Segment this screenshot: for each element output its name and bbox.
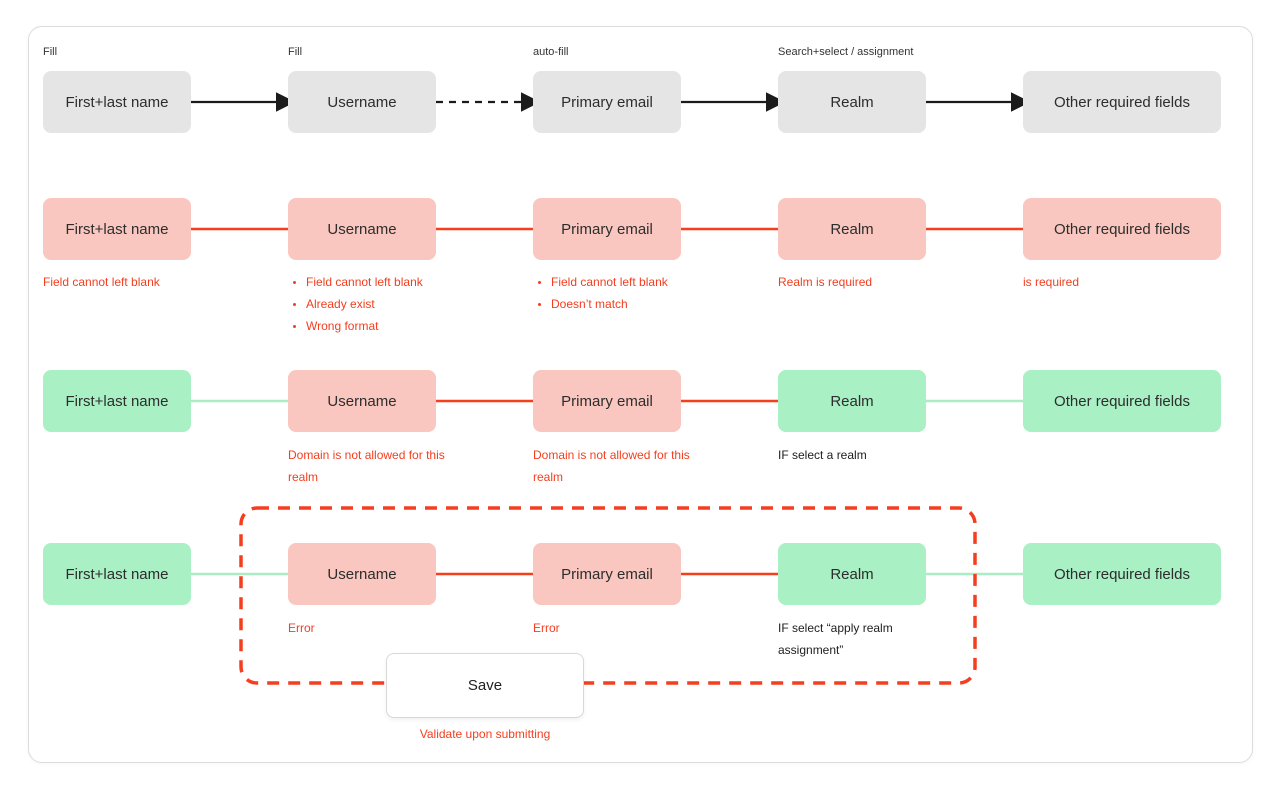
- row4-note-username-error: Error: [288, 621, 315, 635]
- row2-username-error-1: Field cannot left blank: [306, 271, 423, 293]
- row2-box-first-last-name: First+last name: [43, 198, 191, 260]
- row1-box-realm: Realm: [778, 71, 926, 133]
- row3-note-primary-email: Domain is not allowed for this realm: [533, 448, 690, 484]
- row4-note-primary-email-error: Error: [533, 621, 560, 635]
- row2-username-error-2: Already exist: [306, 293, 423, 315]
- row2-note-realm: Realm is required: [778, 275, 873, 289]
- row2-box-primary-email: Primary email: [533, 198, 681, 260]
- row4-box-username: Username: [288, 543, 436, 605]
- row2-email-error-2: Doesn’t match: [551, 293, 668, 315]
- row2-note-other-fields: is required: [1023, 275, 1080, 289]
- row1-box-other-required-fields: Other required fields: [1023, 71, 1221, 133]
- annotation-search-select: Search+select / assignment: [778, 46, 914, 58]
- row3-note-username: Domain is not allowed for this realm: [288, 448, 445, 484]
- row2-note-username-errors: Field cannot left blank Already exist Wr…: [290, 271, 423, 337]
- row3-box-primary-email: Primary email: [533, 370, 681, 432]
- row4-box-first-last-name: First+last name: [43, 543, 191, 605]
- row4-box-other-required-fields: Other required fields: [1023, 543, 1221, 605]
- row4-box-primary-email: Primary email: [533, 543, 681, 605]
- row3-box-realm: Realm: [778, 370, 926, 432]
- row1-box-username: Username: [288, 71, 436, 133]
- row2-box-other-required-fields: Other required fields: [1023, 198, 1221, 260]
- row3-box-first-last-name: First+last name: [43, 370, 191, 432]
- row2-note-email-errors: Field cannot left blank Doesn’t match: [535, 271, 668, 315]
- row2-box-username: Username: [288, 198, 436, 260]
- annotation-autofill-email: auto-fill: [533, 46, 569, 58]
- row1-box-primary-email: Primary email: [533, 71, 681, 133]
- row2-email-error-1: Field cannot left blank: [551, 271, 668, 293]
- row1-box-first-last-name: First+last name: [43, 71, 191, 133]
- save-validation-note: Validate upon submitting: [419, 727, 551, 741]
- row2-box-realm: Realm: [778, 198, 926, 260]
- diagram-card: Fill Fill auto-fill Search+select / assi…: [28, 26, 1253, 763]
- annotation-fill-username: Fill: [288, 46, 303, 58]
- row2-username-error-3: Wrong format: [306, 315, 423, 337]
- row3-box-other-required-fields: Other required fields: [1023, 370, 1221, 432]
- row3-box-username: Username: [288, 370, 436, 432]
- save-button[interactable]: Save: [386, 653, 584, 718]
- row2-note-first-last-name: Field cannot left blank: [43, 275, 160, 289]
- row4-note-realm: IF select “apply realm assignment”: [778, 621, 893, 657]
- annotation-fill-name: Fill: [43, 46, 58, 58]
- row3-note-realm: IF select a realm: [778, 448, 867, 462]
- row4-box-realm: Realm: [778, 543, 926, 605]
